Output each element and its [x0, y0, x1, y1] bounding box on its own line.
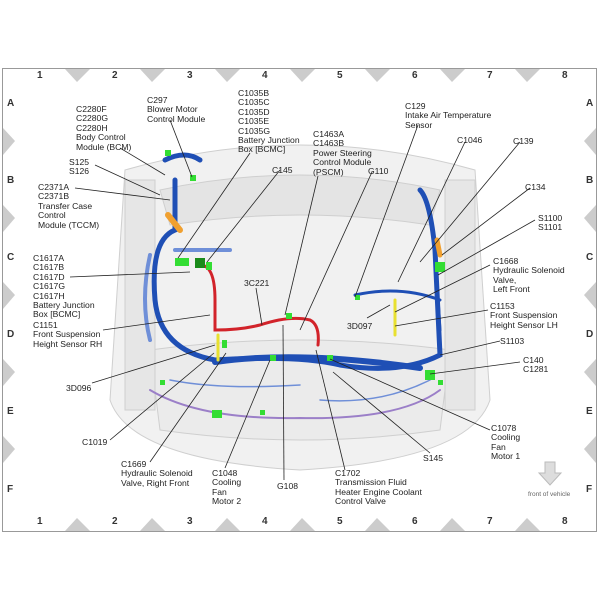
row-label: B	[7, 175, 15, 186]
diagram-frame	[2, 68, 597, 532]
col-label: 2	[112, 70, 118, 81]
col-label: 1	[37, 516, 43, 527]
callout-s1100: S1100 S1101	[538, 213, 563, 233]
col-label: 1	[37, 70, 43, 81]
row-label: B	[586, 175, 594, 186]
callout-3d096: 3D096	[66, 383, 92, 393]
col-label: 3	[187, 516, 193, 527]
col-label: 5	[337, 70, 343, 81]
callout-3d097: 3D097	[347, 321, 373, 331]
callout-s125: S125 S126	[69, 157, 90, 177]
row-label: D	[7, 329, 15, 340]
col-label: 8	[562, 516, 568, 527]
callout-s145: S145	[423, 453, 444, 463]
callout-c1669: C1669 Hydraulic Solenoid Valve, Right Fr…	[121, 459, 193, 488]
callout-c1702: C1702 Transmission Fluid Heater Engine C…	[335, 468, 422, 507]
callout-s1103: S1103	[500, 336, 525, 346]
callout-c1463: C1463A C1463B Power Steering Control Mod…	[313, 129, 372, 177]
row-label: F	[586, 484, 593, 495]
callout-g108: G108	[277, 481, 299, 491]
callout-c1153: C1153 Front Suspension Height Sensor LH	[490, 301, 558, 330]
grid-markers	[3, 69, 596, 531]
callout-c297: C297 Blower Motor Control Module	[147, 95, 206, 124]
front-arrow-icon	[537, 461, 563, 486]
col-label: 6	[412, 516, 418, 527]
callout-c1668: C1668 Hydraulic Solenoid Valve, Left Fro…	[493, 256, 565, 295]
col-label: 2	[112, 516, 118, 527]
callout-c139: C139	[513, 136, 534, 146]
callout-g110: G110	[368, 166, 389, 176]
row-label: E	[586, 406, 593, 417]
row-label: A	[7, 98, 15, 109]
callout-c1046: C1046	[457, 135, 483, 145]
callout-c1019: C1019	[82, 437, 108, 447]
row-label: C	[7, 252, 15, 263]
callout-c140: C140 C1281	[523, 355, 549, 375]
row-label: D	[586, 329, 594, 340]
callout-c134: C134	[525, 182, 546, 192]
col-label: 4	[262, 70, 268, 81]
vehicle-body	[109, 144, 491, 471]
front-of-vehicle-label: front of vehicle	[528, 491, 571, 498]
callout-c129: C129 Intake Air Temperature Sensor	[405, 101, 492, 130]
col-label: 3	[187, 70, 193, 81]
col-label: 8	[562, 70, 568, 81]
col-label: 4	[262, 516, 268, 527]
col-label: 6	[412, 70, 418, 81]
callout-3c221: 3C221	[244, 278, 270, 288]
callout-c2371: C2371A C2371B Transfer Case Control Modu…	[38, 182, 100, 230]
row-label: C	[586, 252, 594, 263]
callout-c1048: C1048 Cooling Fan Motor 2	[212, 468, 242, 507]
connectors	[160, 150, 445, 418]
row-label: E	[7, 406, 14, 417]
col-label: 7	[487, 70, 493, 81]
row-label: A	[586, 98, 594, 109]
callout-c145: C145	[272, 165, 293, 175]
col-label: 5	[337, 516, 343, 527]
callout-c1151: C1151 Front Suspension Height Sensor RH	[33, 320, 103, 349]
row-label: F	[7, 484, 14, 495]
callout-c1035: C1035B C1035C C1035D C1035E C1035G Batte…	[238, 88, 300, 155]
leader-lines	[69, 119, 536, 481]
callout-c2280-bcm: C2280F C2280G C2280H Body Control Module…	[76, 104, 132, 152]
callout-c1078: C1078 Cooling Fan Motor 1	[491, 423, 521, 462]
col-label: 7	[487, 516, 493, 527]
callout-c1617: C1617A C1617B C1617D C1617G C1617H Batte…	[33, 253, 95, 320]
